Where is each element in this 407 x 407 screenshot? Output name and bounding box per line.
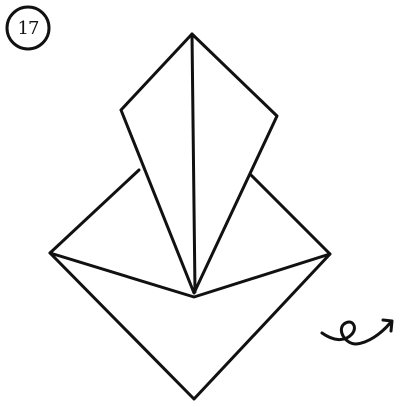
step-number-label: 17 bbox=[7, 7, 49, 49]
upper-kite-outline bbox=[121, 34, 277, 293]
left-flap-edge bbox=[50, 170, 139, 253]
right-flap-edge bbox=[251, 175, 330, 254]
lower-diamond-outline bbox=[50, 253, 330, 399]
kite-center-crease bbox=[192, 34, 195, 292]
turn-over-arrow-icon bbox=[322, 322, 391, 344]
